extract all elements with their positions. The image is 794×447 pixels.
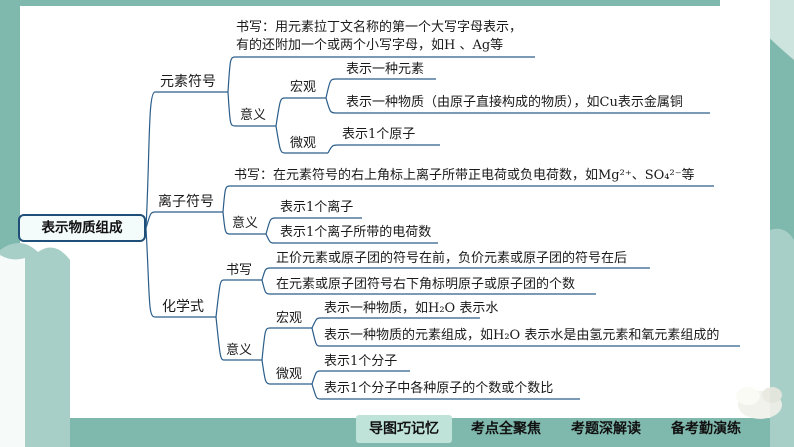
ion-meaning-item1: 表示1个离子 <box>280 200 354 215</box>
formula-write-item1: 正价元素或原子团的符号在前，负价元素或原子团的符号在后 <box>276 251 628 266</box>
ion-symbol-node: 离子符号 <box>158 194 214 210</box>
formula-meaning-node: 意义 <box>226 343 253 358</box>
nav-tab-practice[interactable]: 备考勤演练 <box>671 421 741 437</box>
formula-micro-node: 微观 <box>276 367 303 382</box>
formula-write-item2: 在元素或原子团符号右下角标明原子或原子团的个数 <box>276 277 576 292</box>
nav-tab-mindmap[interactable]: 导图巧记忆 <box>356 415 452 443</box>
formula-write-node: 书写 <box>226 263 253 278</box>
root-node: 表示物质组成 <box>18 214 146 242</box>
element-micro-item1: 表示1个原子 <box>342 127 416 142</box>
element-meaning-node: 意义 <box>240 108 267 123</box>
formula-node: 化学式 <box>162 299 204 315</box>
element-write-line1: 书写：用元素拉丁文名称的第一个大写字母表示， <box>236 20 523 35</box>
formula-macro-item1: 表示一种物质，如H₂O 表示水 <box>324 301 499 316</box>
formula-micro-item2: 表示1个分子中各种原子的个数或个数比 <box>324 381 554 396</box>
formula-macro-item2: 表示一种物质的元素组成，如H₂O 表示水是由氢元素和氧元素组成的 <box>324 328 720 343</box>
nav-tab-keypoints[interactable]: 考点全聚焦 <box>471 421 541 437</box>
element-symbol-node: 元素符号 <box>160 74 216 90</box>
flower-decoration <box>736 387 782 419</box>
element-macro-item1: 表示一种元素 <box>346 62 425 77</box>
element-micro-node: 微观 <box>290 136 317 151</box>
element-macro-item2: 表示一种物质（由原子直接构成的物质），如Cu表示金属铜 <box>346 95 683 110</box>
element-macro-node: 宏观 <box>290 80 317 95</box>
formula-macro-node: 宏观 <box>276 311 303 326</box>
ion-meaning-item2: 表示1个离子所带的电荷数 <box>280 225 432 240</box>
nav-tab-questions[interactable]: 考题深解读 <box>571 421 641 437</box>
formula-micro-item1: 表示1个分子 <box>324 354 398 369</box>
ion-meaning-node: 意义 <box>232 216 259 231</box>
ion-write-text: 书写：在元素符号的右上角标上离子所带正电荷或负电荷数，如Mg²⁺、SO₄²⁻等 <box>234 168 695 183</box>
element-write-line2: 有的还附加一个或两个小写字母，如H 、Ag等 <box>236 38 504 53</box>
